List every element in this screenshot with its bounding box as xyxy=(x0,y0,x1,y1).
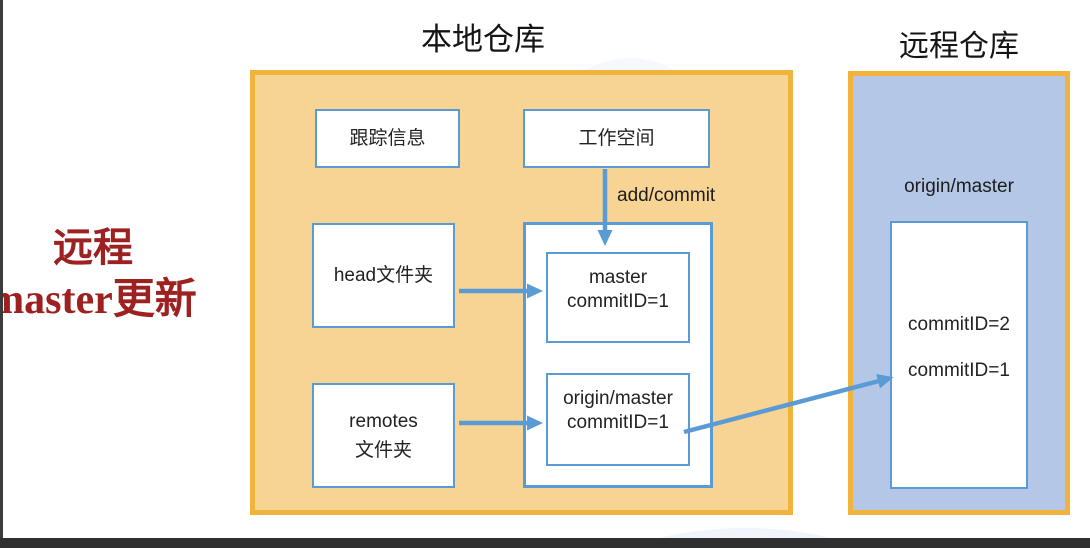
remote-branch-label: origin/master xyxy=(904,176,1014,197)
remotes-folder-label-line1: remotes xyxy=(349,410,418,432)
remotes-folder-label-line2: 文件夹 xyxy=(354,439,412,461)
master-branch-box: master commitID=1 xyxy=(546,252,690,343)
tracking-info-label: 跟踪信息 xyxy=(349,127,426,149)
origin-master-box: origin/master commitID=1 xyxy=(546,373,690,466)
tracking-info-box: 跟踪信息 xyxy=(315,109,460,168)
head-folder-label: head文件夹 xyxy=(333,264,434,286)
window-left-edge xyxy=(0,0,3,548)
origin-master-commit: commitID=1 xyxy=(567,412,669,433)
add-commit-label: add/commit xyxy=(617,185,716,206)
origin-master-name: origin/master xyxy=(563,388,673,409)
annotation-line1: 远程 xyxy=(53,225,133,270)
window-bottom-edge xyxy=(0,538,1090,548)
master-branch-commit: commitID=1 xyxy=(567,291,669,312)
remote-commit-1: commitID=1 xyxy=(908,360,1010,381)
workspace-box: 工作空间 xyxy=(523,109,710,168)
remotes-folder-box: remotes 文件夹 xyxy=(312,383,455,488)
master-branch-name: master xyxy=(588,267,648,288)
remote-repo-title: 远程仓库 xyxy=(899,30,1019,63)
workspace-label: 工作空间 xyxy=(578,127,655,149)
remote-commits-box: commitID=2 commitID=1 xyxy=(890,221,1028,489)
head-folder-box: head文件夹 xyxy=(312,223,455,328)
annotation-line2: master更新 xyxy=(0,277,197,323)
local-repo-title: 本地仓库 xyxy=(421,22,545,57)
remote-master-update-note: 远程 master更新 xyxy=(0,222,198,326)
remote-commit-2: commitID=2 xyxy=(908,314,1010,335)
